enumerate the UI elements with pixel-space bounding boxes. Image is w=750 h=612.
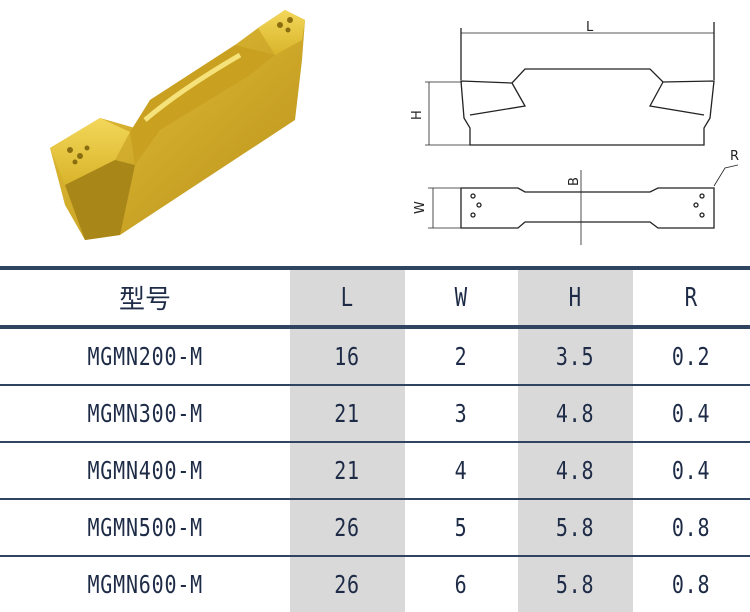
- table-header-row: 型号 L W H R: [0, 266, 750, 329]
- cell-r: 0.8: [672, 570, 711, 599]
- dim-label-b: B: [567, 177, 582, 186]
- dim-label-l: L: [586, 20, 594, 35]
- cell-h: 5.8: [518, 499, 633, 557]
- cell-w: 2: [405, 327, 518, 386]
- cell-r: 0.8: [633, 499, 750, 557]
- table-row: MGMN500-M 26 5 5.8 0.8: [0, 499, 750, 557]
- cell-l: 16: [290, 327, 405, 386]
- cell-model: MGMN500-M: [0, 499, 290, 557]
- cell-h: 3.5: [518, 327, 633, 386]
- cell-r: 0.2: [633, 327, 750, 386]
- cell-l: 21: [290, 385, 405, 443]
- cell-h: 5.8: [518, 556, 633, 612]
- dim-label-w: W: [413, 201, 428, 214]
- table-row: MGMN300-M 21 3 4.8 0.4: [0, 385, 750, 443]
- table-row: MGMN200-M 16 2 3.5 0.2: [0, 327, 750, 386]
- cell-w: 6: [455, 570, 468, 599]
- cell-l: 21: [290, 442, 405, 500]
- header-l: L: [290, 266, 405, 329]
- insert-product-image: [50, 10, 305, 240]
- dim-label-r: R: [730, 149, 739, 164]
- cell-l: 26: [290, 556, 405, 612]
- technical-drawing: L H B W R: [410, 20, 739, 245]
- header-h: H: [518, 266, 633, 329]
- header-w: W: [405, 266, 518, 329]
- table-row: MGMN600-M 26 6 5.8 0.8: [0, 556, 750, 612]
- header-model: 型号: [0, 266, 290, 329]
- cell-model: MGMN600-M: [87, 570, 203, 599]
- cell-w: 3: [405, 385, 518, 443]
- spec-table: 型号 L W H R MGMN200-M 16 2 3.5 0.2 MGMN30…: [0, 266, 750, 612]
- cell-r: 0.4: [633, 442, 750, 500]
- cell-model: MGMN400-M: [0, 442, 290, 500]
- cell-h: 4.8: [518, 442, 633, 500]
- cell-model: MGMN300-M: [0, 385, 290, 443]
- cell-h: 4.8: [518, 385, 633, 443]
- cell-w: 5: [405, 499, 518, 557]
- cell-r: 0.4: [633, 385, 750, 443]
- header-r: R: [633, 266, 750, 329]
- dim-label-h: H: [410, 110, 425, 120]
- cell-model: MGMN200-M: [0, 327, 290, 386]
- cell-l: 26: [290, 499, 405, 557]
- table-row: MGMN400-M 21 4 4.8 0.4: [0, 442, 750, 500]
- cell-w: 4: [405, 442, 518, 500]
